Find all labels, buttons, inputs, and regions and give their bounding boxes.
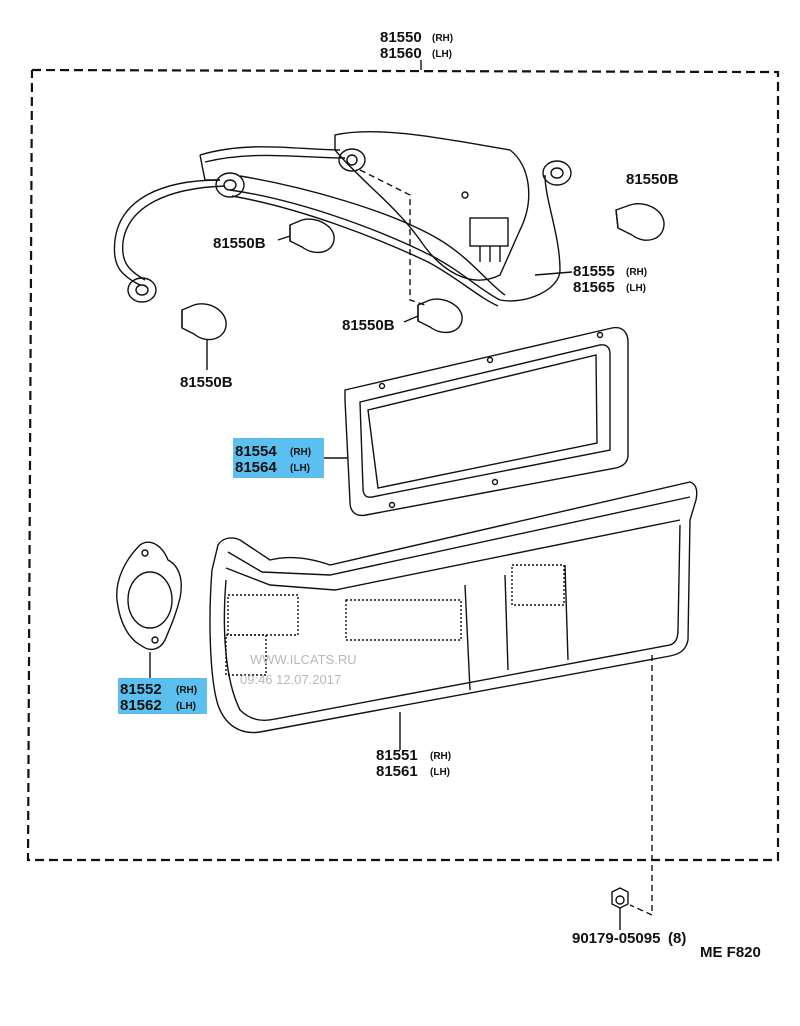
socket-side-rh: (RH)	[626, 267, 647, 278]
gasket-large-icon	[344, 326, 629, 517]
socket-leader	[534, 271, 573, 276]
gasket-large-side-rh: (RH)	[290, 447, 311, 458]
lens-housing-icon	[209, 481, 698, 734]
socket-1-icon	[215, 172, 245, 198]
gasket-small-part-lh[interactable]: 81562	[120, 697, 162, 714]
gasket-large-part-lh[interactable]: 81564	[235, 459, 277, 476]
lens-part-rh: 81551	[376, 747, 418, 764]
gasket-small-part-rh[interactable]: 81552	[120, 681, 162, 698]
bulb-top-right-label: 81550B	[626, 171, 679, 188]
diagram-code: ME F820	[700, 944, 761, 961]
lens-part-lh: 81561	[376, 763, 418, 780]
socket-4-icon	[542, 160, 572, 186]
gasket-small-side-rh: (RH)	[176, 685, 197, 696]
assembly-part-lh: 81560	[380, 45, 422, 62]
socket-2-icon	[127, 277, 157, 303]
nut-part: 90179-05095	[572, 930, 660, 947]
socket-3-icon	[338, 148, 366, 172]
lens-side-rh: (RH)	[430, 751, 451, 762]
gasket-small-highlight	[118, 678, 207, 714]
nut-qty: (8)	[668, 930, 686, 947]
gasket-large-side-lh: (LH)	[290, 463, 310, 474]
assembly-label: 81550 (RH) 81560 (LH)	[380, 29, 453, 62]
gasket-large-part-rh[interactable]: 81554	[235, 443, 277, 460]
gasket-small-side-lh: (LH)	[176, 701, 196, 712]
assembly-side-lh: (LH)	[432, 49, 452, 60]
socket-part-rh: 81555	[573, 263, 615, 280]
gasket-large-label[interactable]: 81554 (RH) 81564 (LH)	[235, 443, 311, 476]
watermark-line1: WWW.ILCATS.RU	[250, 652, 357, 667]
assembly-frame	[26, 68, 780, 862]
bulb-lower-mid-label: 81550B	[342, 317, 395, 334]
socket-label: 81555 (RH) 81565 (LH)	[573, 263, 647, 296]
assembly-part-rh: 81550	[380, 29, 422, 46]
gasket-large-highlight	[233, 438, 324, 478]
nut-icon	[611, 887, 629, 909]
socket-side-lh: (LH)	[626, 283, 646, 294]
socket-wire-harness	[113, 131, 572, 307]
connector-icon	[469, 217, 509, 247]
bulb-lower-mid-icon	[403, 298, 463, 334]
bulb-lower-left-label: 81550B	[180, 374, 233, 391]
lens-label: 81551 (RH) 81561 (LH)	[376, 747, 451, 780]
gasket-small-icon	[116, 541, 182, 651]
lens-side-lh: (LH)	[430, 767, 450, 778]
bulb-lower-left-icon	[181, 303, 227, 370]
socket-part-lh: 81565	[573, 279, 615, 296]
screw-icon	[461, 191, 469, 199]
gasket-small-label[interactable]: 81552 (RH) 81562 (LH)	[120, 681, 197, 714]
bulb-middle-icon	[277, 218, 335, 254]
assembly-side-rh: (RH)	[432, 33, 453, 44]
bulb-top-right-icon	[615, 203, 665, 241]
bulb-middle-label: 81550B	[213, 235, 266, 252]
watermark-line2: 09:46 12.07.2017	[240, 672, 341, 687]
nut-guide-line	[629, 655, 653, 917]
